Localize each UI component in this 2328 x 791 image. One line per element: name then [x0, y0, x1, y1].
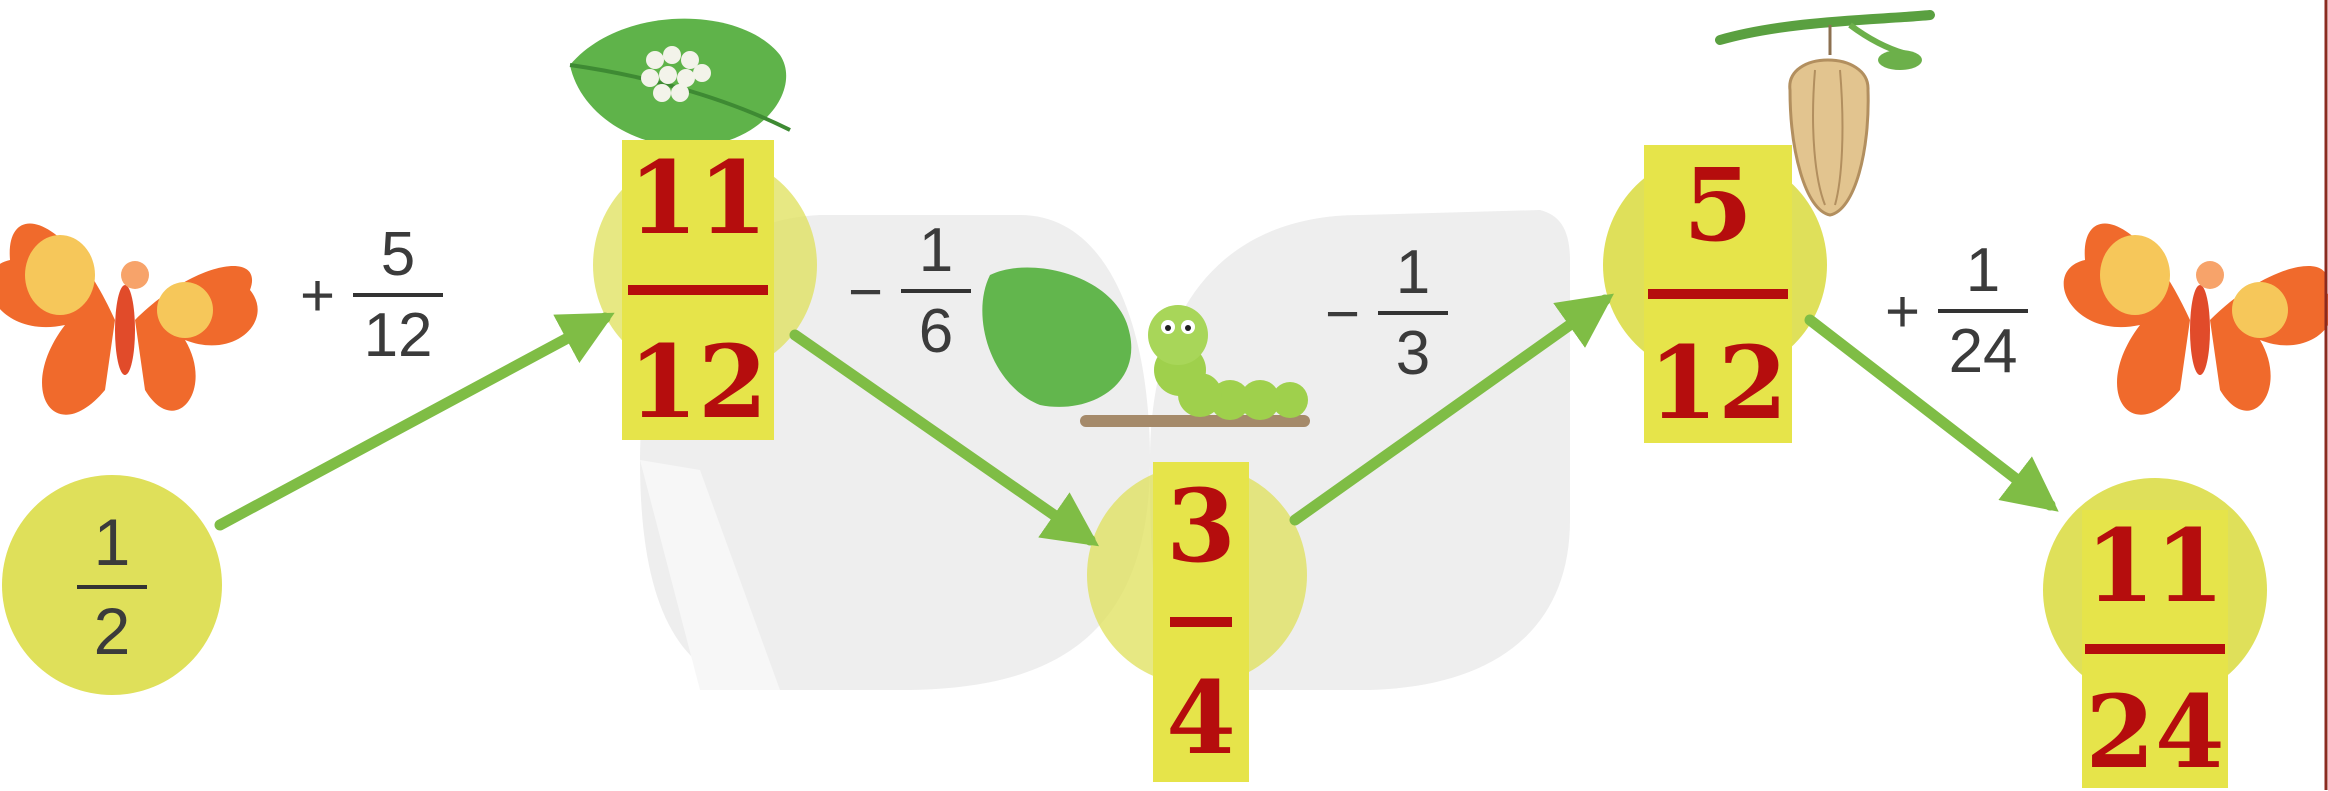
fraction-bar — [1378, 311, 1449, 316]
butterfly-icon — [0, 223, 258, 415]
answer-box-1: 11 12 — [622, 140, 774, 440]
step-sign: + — [300, 261, 336, 329]
step-numerator: 1 — [1395, 238, 1431, 307]
arrow-3 — [1289, 293, 1614, 526]
arrow-4 — [1804, 314, 2059, 512]
step-operator-4: + 1 24 — [1885, 236, 2029, 387]
start-fraction: 1 2 — [62, 505, 162, 669]
step-numerator: 1 — [1965, 236, 2001, 305]
step-denominator: 3 — [1395, 319, 1431, 389]
fraction-bar — [901, 289, 972, 294]
answer-denominator: 4 — [1166, 659, 1236, 777]
fraction-bar — [2085, 644, 2225, 654]
answer-box-2: 3 4 — [1153, 462, 1249, 782]
step-denominator: 24 — [1948, 317, 2018, 387]
arrow-2 — [789, 329, 1100, 547]
answer-box-3: 5 12 — [1644, 145, 1792, 443]
answer-numerator: 5 — [1683, 146, 1753, 264]
start-numerator: 1 — [93, 505, 131, 579]
answer-numerator: 11 — [2085, 507, 2225, 625]
answer-numerator: 3 — [1166, 467, 1236, 585]
step-denominator: 12 — [363, 301, 433, 371]
answer-denominator: 24 — [2085, 673, 2225, 791]
step-numerator: 5 — [380, 220, 416, 289]
answer-box-4: 11 24 — [2082, 510, 2228, 788]
start-denominator: 2 — [93, 594, 131, 669]
fraction-bar — [1648, 289, 1788, 299]
chrysalis-icon — [1715, 10, 1935, 217]
fraction-bar — [353, 293, 444, 298]
fraction-bar — [628, 285, 768, 295]
leaf-with-eggs-icon — [569, 18, 791, 147]
fraction-bar — [1938, 309, 2029, 314]
fraction-bar — [77, 585, 147, 590]
step-numerator: 1 — [918, 216, 954, 285]
answer-denominator: 12 — [628, 323, 768, 441]
step-sign: − — [1325, 279, 1361, 347]
step-operator-1: + 5 12 — [300, 220, 444, 371]
answer-denominator: 12 — [1648, 324, 1788, 442]
step-sign: + — [1885, 277, 1921, 345]
step-operator-3: − 1 3 — [1325, 238, 1449, 389]
answer-numerator: 11 — [628, 139, 768, 257]
fraction-bar — [1170, 617, 1232, 627]
arrow-1 — [214, 312, 615, 531]
butterfly-icon — [2063, 223, 2328, 415]
step-operator-2: − 1 6 — [848, 216, 972, 367]
step-denominator: 6 — [918, 297, 954, 367]
step-sign: − — [848, 257, 884, 325]
start-circle — [2, 475, 222, 695]
caterpillar-on-leaf-icon — [982, 267, 1310, 427]
